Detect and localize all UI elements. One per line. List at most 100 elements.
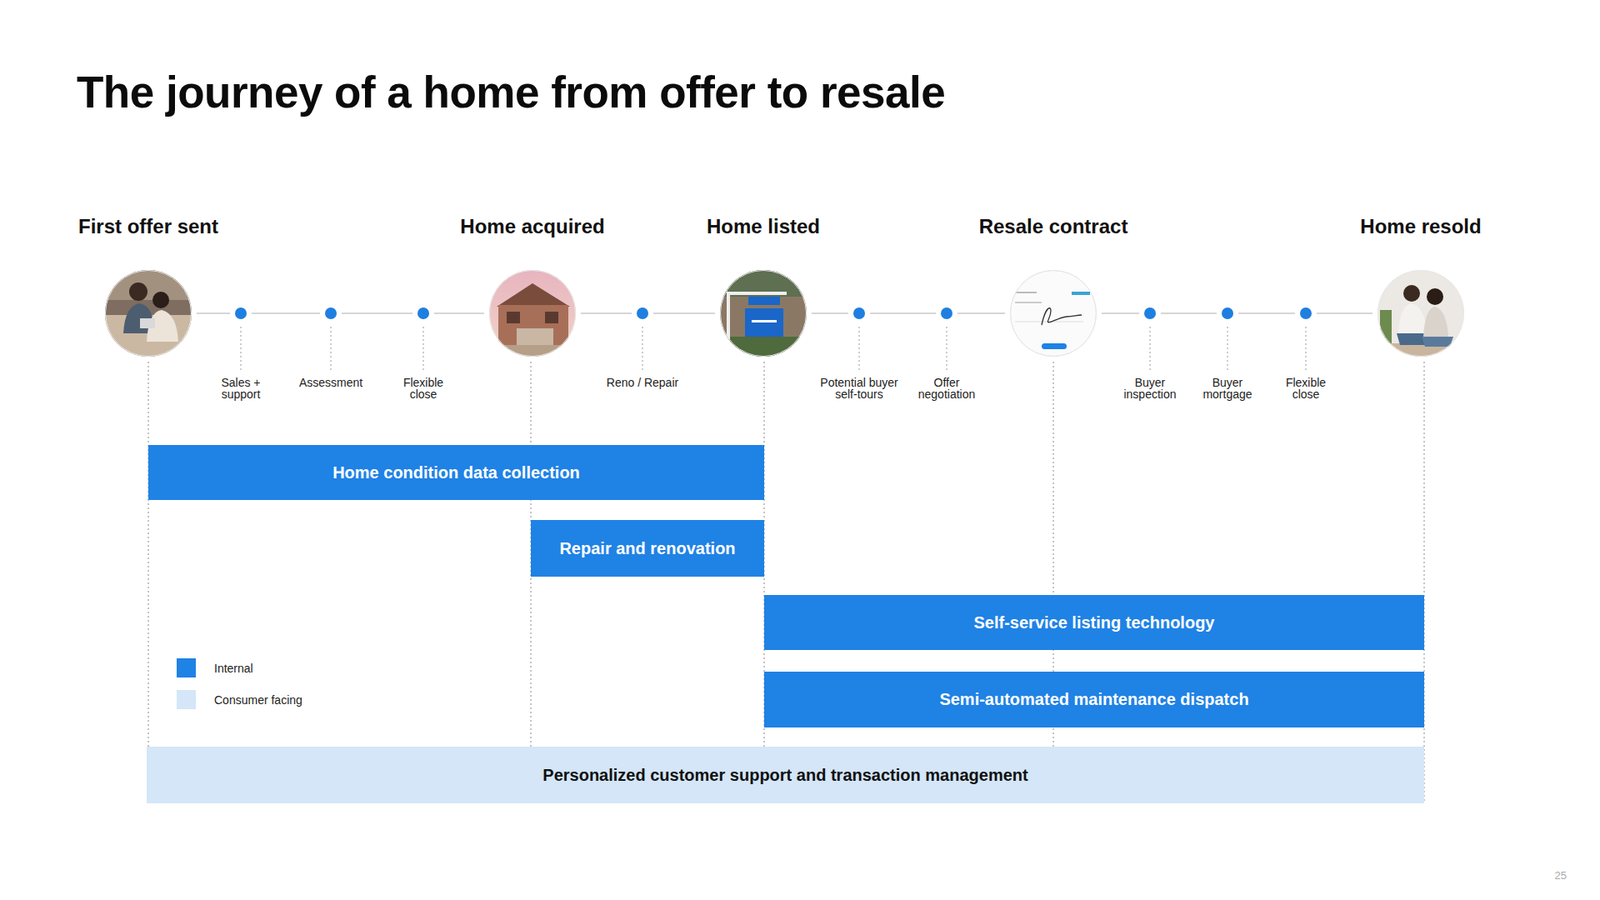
timeline-connector bbox=[251, 312, 320, 315]
step-dot: Reno / Repair bbox=[636, 307, 649, 320]
dot-shape bbox=[940, 307, 953, 320]
milestone-caption: Resale contract bbox=[979, 215, 1129, 239]
connector-group bbox=[341, 313, 413, 315]
bar-label: Repair and renovation bbox=[559, 539, 735, 559]
connector-group bbox=[870, 313, 936, 315]
step-caption: Offer negotiation bbox=[913, 376, 980, 400]
connector-group bbox=[957, 313, 1005, 315]
connector-group bbox=[1316, 313, 1373, 315]
step-caption: Buyer inspection bbox=[1116, 376, 1184, 400]
legend-label: Internal bbox=[214, 661, 254, 675]
milestone-caption: First offer sent bbox=[78, 215, 219, 239]
step-dot: Buyer inspection bbox=[1144, 307, 1156, 320]
photo-contract bbox=[1008, 266, 1109, 367]
timeline-connector bbox=[341, 312, 413, 315]
milestone-outline bbox=[489, 270, 576, 357]
timeline-connector bbox=[811, 312, 849, 315]
milestone-label: First offer sent bbox=[78, 215, 219, 239]
internal-bar: Repair and renovation bbox=[530, 520, 765, 577]
milestone-caption: Home listed bbox=[706, 215, 820, 239]
step-label: Flexible close bbox=[394, 376, 453, 400]
timeline-connector bbox=[580, 312, 632, 315]
bar-label: Personalized customer support and transa… bbox=[542, 765, 1028, 785]
photo-house bbox=[483, 266, 584, 370]
milestone-label: Home listed bbox=[706, 215, 820, 239]
bar-label: Self-service listing technology bbox=[974, 613, 1215, 633]
timeline-connector bbox=[434, 312, 485, 315]
step-caption: Potential buyer self-tours bbox=[813, 376, 905, 400]
connector-group bbox=[1160, 313, 1217, 315]
connector-group bbox=[653, 313, 715, 315]
connector-group bbox=[1238, 313, 1295, 315]
timeline-connector bbox=[1316, 312, 1373, 315]
connector-group bbox=[251, 313, 320, 315]
milestone-caption: Home acquired bbox=[460, 215, 605, 239]
dot-shape bbox=[636, 307, 649, 320]
dot-shape bbox=[853, 307, 865, 320]
legend-swatch bbox=[176, 658, 196, 678]
timeline-connector bbox=[1238, 312, 1295, 315]
milestone-label: Resale contract bbox=[979, 215, 1129, 239]
milestone-circle: Home listed bbox=[720, 270, 807, 357]
step-label: Sales + support bbox=[211, 376, 270, 400]
photo-couple bbox=[100, 266, 200, 367]
connector-group bbox=[580, 313, 632, 315]
timeline-connector bbox=[870, 312, 936, 315]
milestone-label: Home acquired bbox=[460, 215, 605, 239]
step-caption: Sales + support bbox=[211, 376, 270, 400]
step-label: Reno / Repair bbox=[596, 376, 689, 389]
connector-group bbox=[196, 313, 230, 315]
consumer-bar: Personalized customer support and transa… bbox=[146, 746, 1425, 804]
step-caption: Reno / Repair bbox=[596, 376, 689, 389]
internal-bar: Self-service listing technology bbox=[764, 595, 1425, 650]
step-caption: Assessment bbox=[289, 376, 373, 389]
legend-swatch bbox=[176, 690, 196, 710]
step-label: Offer negotiation bbox=[913, 376, 980, 400]
page-number: 25 bbox=[1555, 869, 1567, 882]
step-dot: Assessment bbox=[325, 307, 337, 320]
timeline-connector bbox=[1160, 312, 1217, 315]
photo-couple-home bbox=[1375, 266, 1475, 369]
step-dot: Offer negotiation bbox=[940, 307, 953, 320]
milestone-outline bbox=[1377, 270, 1465, 357]
step-caption: Flexible close bbox=[1276, 376, 1335, 400]
milestone-circle: Home resold bbox=[1377, 270, 1465, 357]
diagram-title: The journey of a home from offer to resa… bbox=[76, 66, 945, 118]
step-dot: Flexible close bbox=[1300, 307, 1312, 320]
legend-label: Consumer facing bbox=[214, 693, 303, 707]
dot-shape bbox=[1221, 307, 1234, 320]
step-caption: Buyer mortgage bbox=[1194, 376, 1261, 400]
dot-shape bbox=[325, 307, 337, 320]
milestone-outline bbox=[720, 270, 807, 357]
milestone-circle: Home acquired bbox=[489, 270, 576, 357]
timeline-connector bbox=[653, 312, 715, 315]
timeline-connector bbox=[196, 312, 230, 315]
milestone-outline bbox=[1010, 270, 1097, 357]
step-label: Potential buyer self-tours bbox=[813, 376, 905, 400]
step-label: Flexible close bbox=[1276, 376, 1335, 400]
dot-shape bbox=[417, 307, 430, 320]
milestone-outline bbox=[105, 270, 192, 357]
step-label: Buyer inspection bbox=[1116, 376, 1184, 400]
dot-shape bbox=[1144, 307, 1156, 320]
step-caption: Flexible close bbox=[394, 376, 453, 400]
dot-shape bbox=[235, 307, 247, 320]
photo-sign bbox=[716, 266, 817, 370]
connector-group bbox=[434, 313, 485, 315]
internal-bar: Home condition data collection bbox=[148, 445, 765, 500]
milestone-circle: First offer sent bbox=[105, 270, 192, 357]
step-dot: Flexible close bbox=[417, 307, 430, 320]
milestone-label: Home resold bbox=[1360, 215, 1481, 239]
step-label: Assessment bbox=[289, 376, 373, 389]
timeline-connector bbox=[1101, 312, 1140, 315]
bar-label: Semi-automated maintenance dispatch bbox=[939, 690, 1249, 710]
milestone-caption: Home resold bbox=[1360, 215, 1481, 239]
connector-group bbox=[811, 313, 849, 315]
step-dot: Sales + support bbox=[235, 307, 247, 320]
guide-lines bbox=[148, 361, 1425, 804]
step-dot: Buyer mortgage bbox=[1221, 307, 1234, 320]
step-label: Buyer mortgage bbox=[1194, 376, 1261, 400]
milestone-circle: Resale contract bbox=[1010, 270, 1097, 357]
step-dot: Potential buyer self-tours bbox=[853, 307, 865, 320]
internal-bar: Semi-automated maintenance dispatch bbox=[764, 671, 1425, 728]
